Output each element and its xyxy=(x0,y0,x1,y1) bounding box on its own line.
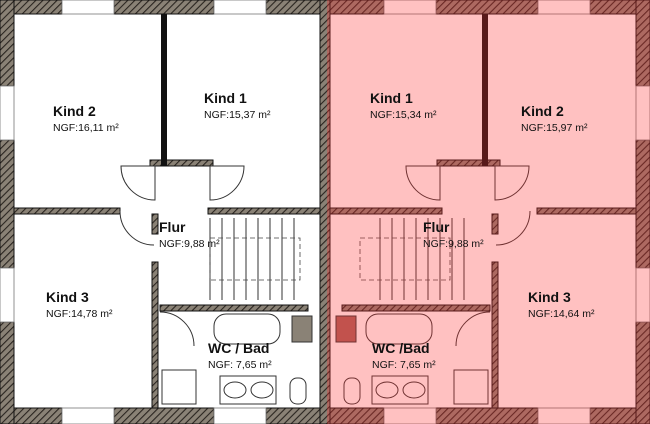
room-area: NGF:9,88 m² xyxy=(423,238,484,250)
room-area: NGF: 7,65 m² xyxy=(372,359,436,371)
stairs xyxy=(209,218,465,300)
room-name: Kind 1 xyxy=(370,90,413,106)
room-name: Flur xyxy=(423,219,450,235)
room-area: NGF:15,97 m² xyxy=(521,122,588,134)
room-name: Kind 2 xyxy=(53,103,96,119)
room-area: NGF:14,78 m² xyxy=(46,308,113,320)
fixtures xyxy=(161,313,489,405)
room-area: NGF:15,37 m² xyxy=(204,109,271,121)
room-name: Kind 3 xyxy=(528,289,571,305)
doors xyxy=(119,165,531,347)
room-area: NGF:9,88 m² xyxy=(159,238,220,250)
right-unit-highlight xyxy=(327,0,650,424)
room-area: NGF:16,11 m² xyxy=(53,122,119,134)
room-name: WC / Bad xyxy=(208,340,269,356)
room-area: NGF: 7,65 m² xyxy=(208,359,272,371)
room-area: NGF:14,64 m² xyxy=(528,308,595,320)
room-name: WC /Bad xyxy=(372,340,430,356)
room-area: NGF:15,34 m² xyxy=(370,109,437,121)
room-name: Kind 1 xyxy=(204,90,247,106)
right-unit: Kind 1 NGF:15,34 m² Kind 2 NGF:15,97 m² … xyxy=(370,90,595,371)
left-unit: Kind 2 NGF:16,11 m² Kind 1 NGF:15,37 m² … xyxy=(46,90,272,371)
room-name: Kind 3 xyxy=(46,289,89,305)
room-name: Kind 2 xyxy=(521,103,564,119)
room-name: Flur xyxy=(159,219,186,235)
